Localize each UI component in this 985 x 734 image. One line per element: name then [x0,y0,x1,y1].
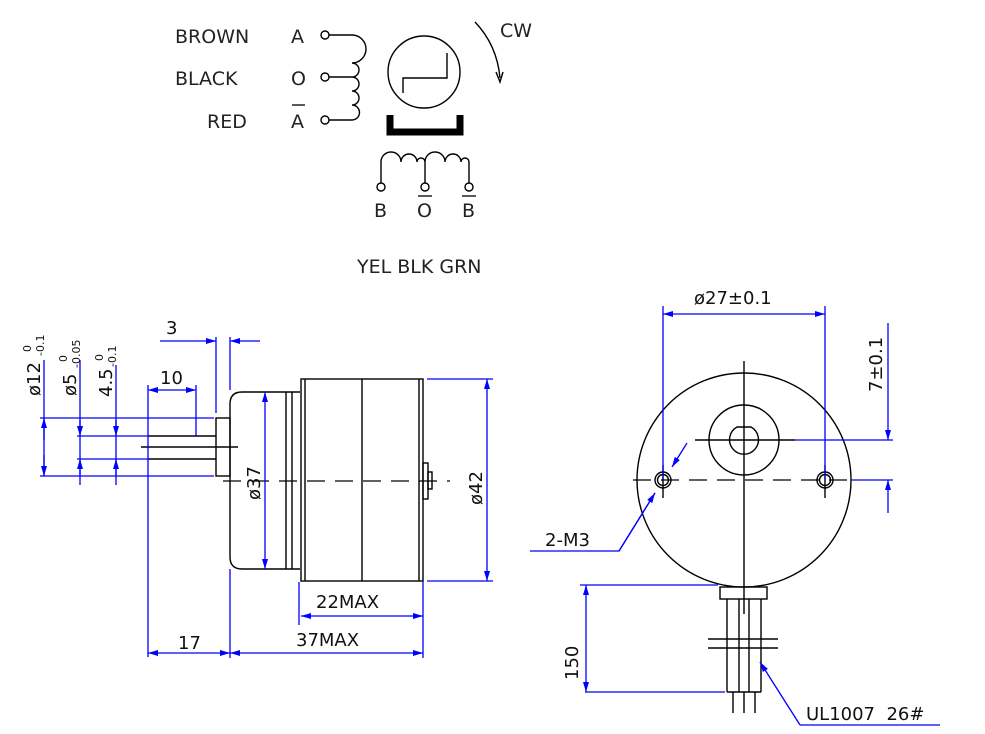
dim-shaft2-dia-value: ø5 [60,374,81,396]
dim-shaft-dia-tol-lower: -0.1 [34,335,47,356]
dim-flat-tol-upper: 0 [93,354,106,361]
wire-color-brown: BROWN [175,26,249,48]
dim-shaft2-tol-lower: -0.05 [70,340,83,368]
front-view: ø27±0.1 7±0.1 2-M3 150 UL1007 26# [530,288,940,726]
terminal-o: O [291,68,306,90]
dim-hole-pcd: ø27±0.1 [694,288,772,309]
cw-arrowhead-icon [495,71,504,85]
stator-core-icon [386,115,464,136]
shaft-end [728,426,760,455]
dim-shaft-length: 17 [178,633,201,654]
dim-flat-length: 10 [160,368,183,389]
dim-shaft-dia: ø12 0 -0.1 [21,335,47,396]
dim-lead-length: 150 [562,646,583,680]
dim-flat-tol-lower: -0.1 [106,346,119,367]
terminal-o-bar: O [417,200,432,222]
dim-holes: 2-M3 [545,530,590,551]
dim-body-length: 22MAX [316,592,379,613]
lead-wires [726,599,762,692]
cable-grommet [719,586,768,600]
dim-flat: 4.5 0 -0.1 [93,346,119,397]
shaft [148,435,216,460]
wire-color-black: BLACK [175,68,238,90]
dim-shaft-dia-value: ø12 [24,362,45,396]
coil-b-icon [376,151,474,192]
rotor-icon [387,35,461,109]
terminal-a-bar: A [291,111,304,133]
dim-boss-length: 3 [166,318,177,339]
dim-shaft-dia-tol-upper: 0 [21,345,34,352]
wire-spec: UL1007 26# [806,704,924,725]
dim-total-length: 37MAX [296,630,359,651]
side-view: 3 10 17 22MAX 37MAX ø37 ø42 ø12 0 -0.1 ø… [21,318,493,658]
terminal-b: B [374,200,387,222]
dim-flat-value: 4.5 [96,368,117,397]
cw-arrow-icon [474,21,501,79]
dim-body-dia: ø42 [466,471,487,505]
coil-a-icon [320,30,367,125]
wire-color-red: RED [207,111,247,133]
dim-shaft2-tol-upper: 0 [57,355,70,362]
rotation-label: CW [500,20,532,42]
front-dimension-lines [530,306,940,726]
dim-front-dia: ø37 [244,466,265,500]
terminal-b-bar: B [462,200,475,222]
phase-b-colors: YEL BLK GRN [356,256,482,278]
terminal-a: A [291,26,304,48]
wiring-diagram: BROWN BLACK RED A O A B O B YEL BLK GRN [175,20,532,278]
dim-shaft2-dia: ø5 0 -0.05 [57,340,83,396]
dim-offset: 7±0.1 [866,337,887,392]
dimension-lines [40,337,493,658]
